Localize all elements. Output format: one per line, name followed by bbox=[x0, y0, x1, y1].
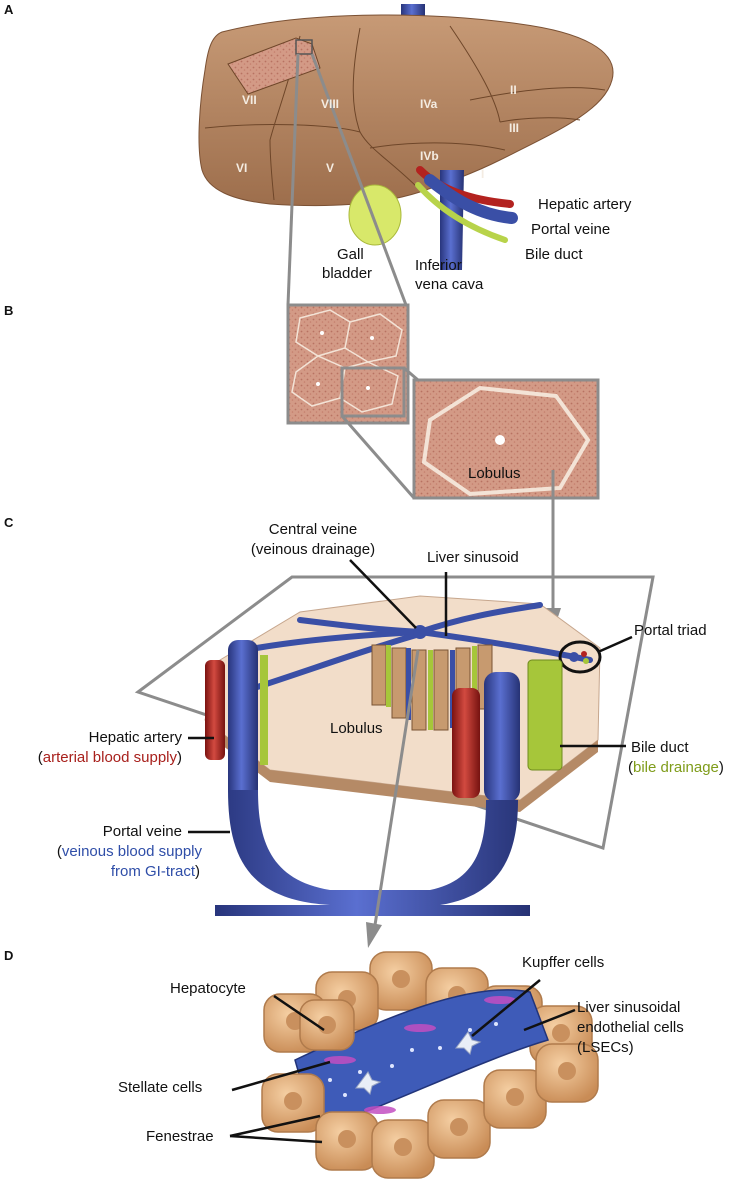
zoom-lines-a-b bbox=[286, 53, 408, 306]
panel-b-tissue bbox=[286, 303, 600, 500]
lobule-central-vein bbox=[495, 435, 505, 445]
segment-border-lines bbox=[204, 25, 606, 201]
central-vein-hub bbox=[413, 625, 427, 639]
paren-close-portal: ) bbox=[195, 863, 200, 880]
label-fenestrae: Fenestrae bbox=[146, 1128, 214, 1145]
lobule-zoom-outline bbox=[421, 385, 591, 497]
label-bile-duct-c: Bile duct bbox=[631, 739, 689, 756]
segment-label-iii: III bbox=[509, 121, 520, 135]
label-bile-drainage: (bile drainage) bbox=[628, 758, 724, 777]
panel-label-c: C bbox=[4, 515, 14, 530]
paren-open-bile: ( bbox=[628, 759, 633, 776]
label-central-veine-2: (veinous drainage) bbox=[250, 541, 376, 558]
label-lsec-2: endothelial cells bbox=[577, 1019, 684, 1036]
liver-surface-patch bbox=[227, 37, 321, 95]
label-portal-veine-c: Portal veine bbox=[102, 823, 182, 840]
label-hepatic-artery-a: Hepatic artery bbox=[538, 196, 632, 213]
lobule-plate-edge bbox=[205, 720, 598, 812]
segment-label-vii: VII bbox=[242, 93, 257, 107]
zoom-line-b-upper bbox=[403, 366, 419, 382]
segment-label-v: V bbox=[326, 161, 335, 175]
label-inferior-vena-cava-2: vena cava bbox=[415, 276, 484, 293]
label-gall-bladder-2: bladder bbox=[322, 265, 373, 282]
panel-d-sinusoid bbox=[229, 951, 599, 1179]
paren-close-bile: ) bbox=[718, 759, 724, 776]
lobule-zoom-source-box bbox=[340, 366, 406, 418]
panel-c-lobulus bbox=[134, 559, 655, 916]
zoom-source-box bbox=[295, 39, 313, 55]
segment-label-vi: VI bbox=[236, 161, 248, 175]
panel-c-leader-lines bbox=[188, 559, 633, 834]
label-arterial-blood-supply: (arterial blood supply) bbox=[30, 748, 182, 767]
panel-d-leader-lines bbox=[229, 979, 576, 1144]
label-bile-duct-a: Bile duct bbox=[525, 246, 583, 263]
left-triad-vessels bbox=[205, 640, 268, 800]
bile-duct-vessel bbox=[415, 182, 508, 243]
label-hepatocyte: Hepatocyte bbox=[170, 980, 246, 997]
label-inferior-vena-cava-1: Inferior bbox=[415, 257, 462, 274]
panel-a-liver bbox=[198, 4, 614, 270]
label-lsec-3: (LSECs) bbox=[577, 1039, 634, 1056]
stellate-cells-shapes bbox=[324, 996, 516, 1114]
portal-triad-marker bbox=[558, 640, 602, 674]
panel-label-a: A bbox=[4, 2, 14, 17]
segment-label-i: I bbox=[481, 167, 485, 181]
sinusoid-cords bbox=[371, 644, 493, 731]
paren-close-artery: ) bbox=[177, 749, 182, 766]
label-veinous-blood-supply: (veinous blood supply bbox=[20, 842, 202, 861]
portal-vein-vessel bbox=[424, 174, 518, 224]
label-portal-veine-a: Portal veine bbox=[531, 221, 611, 238]
label-stellate-cells: Stellate cells bbox=[118, 1079, 203, 1096]
arrow-c-d bbox=[366, 649, 420, 948]
label-gall-bladder-1: Gall bbox=[337, 246, 364, 263]
label-hepatic-artery-c: Hepatic artery bbox=[66, 728, 182, 747]
from-gi-tract-text: from GI-tract bbox=[110, 863, 195, 880]
zoom-line-b-lower bbox=[340, 415, 416, 499]
segment-label-ivb: IVb bbox=[420, 149, 439, 163]
arterial-blood-supply-text: arterial blood supply bbox=[42, 749, 177, 766]
panel-label-d: D bbox=[4, 948, 14, 963]
right-triad-vessels bbox=[452, 659, 563, 802]
label-hepatic-artery-c-title: Hepatic artery bbox=[88, 729, 182, 746]
paren-open-artery: ( bbox=[37, 749, 43, 766]
lobule-outlines bbox=[291, 309, 403, 413]
segment-label-viii: VIII bbox=[321, 97, 340, 111]
label-portal-triad: Portal triad bbox=[634, 622, 707, 639]
label-from-gi-tract: from GI-tract) bbox=[50, 862, 200, 881]
segment-label-ii: II bbox=[510, 83, 517, 97]
panel-label-b: B bbox=[4, 303, 14, 318]
label-central-veine-1: Central veine bbox=[268, 521, 358, 538]
central-vein-dots bbox=[316, 331, 374, 390]
label-kupffer-cells: Kupffer cells bbox=[522, 954, 605, 971]
label-lsec-1: Liver sinusoidal bbox=[577, 999, 681, 1016]
label-liver-sinusoid: Liver sinusoid bbox=[427, 549, 519, 566]
kupffer-cell-shapes bbox=[355, 1031, 482, 1095]
label-lobulus-b: Lobulus bbox=[468, 465, 521, 482]
paren-open-portal: ( bbox=[56, 843, 62, 860]
hepatocyte-nuclei-front bbox=[284, 1016, 576, 1156]
veinous-blood-supply-text: veinous blood supply bbox=[61, 843, 202, 860]
segment-label-iva: IVa bbox=[420, 97, 438, 111]
portal-vein-trunk bbox=[215, 790, 530, 916]
bile-drainage-text: bile drainage bbox=[633, 759, 719, 776]
label-lobulus-c: Lobulus bbox=[330, 720, 383, 737]
gall-bladder bbox=[348, 184, 402, 246]
